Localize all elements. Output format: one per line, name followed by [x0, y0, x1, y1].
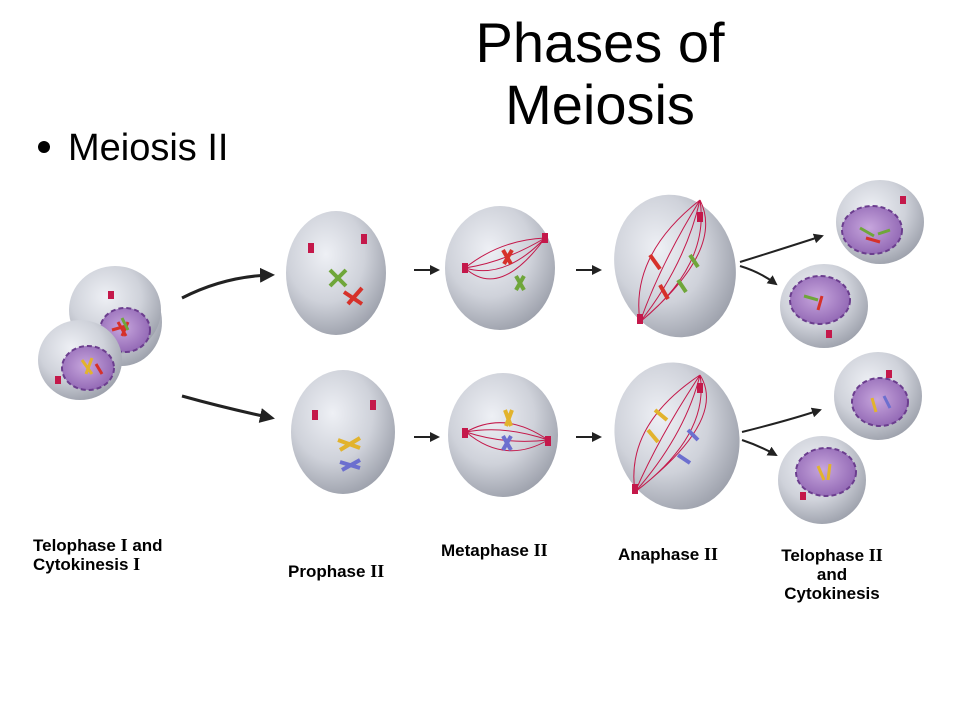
label-text: Cytokinesis: [33, 555, 129, 574]
telophase-1-cells: [38, 266, 162, 400]
centrosome: [55, 376, 61, 384]
label-text: Prophase: [288, 562, 366, 581]
cell: [614, 194, 736, 338]
centrosome: [637, 314, 643, 324]
chromosome: [653, 408, 669, 422]
label-roman: II: [370, 561, 385, 581]
chromosome: [120, 317, 130, 331]
spindle: [638, 199, 707, 323]
label-roman: I: [133, 554, 141, 574]
chromosome: [501, 249, 514, 265]
bullet-item: Meiosis II: [38, 126, 228, 170]
arrow-icon: [739, 233, 824, 263]
centrosome: [697, 383, 703, 393]
arrow-icon: [741, 439, 778, 456]
centrosome: [462, 263, 468, 273]
label-text: and: [816, 565, 848, 584]
slide-title: Phases of Meiosis: [440, 12, 760, 136]
chromosome: [94, 363, 104, 375]
centrosome: [697, 212, 703, 222]
label-metaphase-2: Metaphase II: [441, 540, 548, 561]
chromosome: [676, 453, 692, 465]
telophase-arrows: [739, 233, 824, 456]
centrosome: [886, 370, 892, 378]
nucleus: [841, 205, 903, 255]
chromosome: [859, 226, 891, 238]
label-text: Metaphase: [441, 541, 529, 560]
arrow-icon: [739, 265, 778, 286]
chromosome: [816, 463, 832, 481]
nucleus: [851, 377, 909, 427]
centrosome: [312, 410, 318, 420]
label-roman: II: [703, 544, 718, 564]
chromosome: [342, 286, 364, 306]
centrosome: [632, 484, 638, 494]
chromosome: [686, 428, 700, 442]
prophase-2-bottom: [291, 370, 395, 494]
centrosome: [545, 436, 551, 446]
nucleus: [795, 447, 857, 497]
label-telophase-2: Telophase II and Cytokinesis: [760, 545, 904, 604]
centrosome: [800, 492, 806, 500]
label-text: Cytokinesis: [784, 584, 880, 603]
label-roman: II: [533, 540, 548, 560]
chromosome: [648, 253, 662, 271]
metaphase-2-top: [445, 206, 555, 330]
chromosome: [646, 428, 660, 444]
metaphase-2-bottom: [448, 373, 558, 497]
label-prophase-2: Prophase II: [288, 561, 385, 582]
arrow-icon: [741, 407, 822, 433]
bullet-text: Meiosis II: [68, 127, 229, 169]
chromosome: [870, 397, 878, 413]
cell: [614, 362, 740, 510]
chromosome: [658, 284, 670, 300]
centrosome: [826, 330, 832, 338]
cell: [286, 211, 386, 335]
anaphase-2-bottom: [614, 362, 740, 510]
label-telophase-1: Telophase I and Cytokinesis I: [33, 535, 163, 575]
chromosome: [328, 268, 348, 288]
chromosome: [80, 357, 94, 375]
centrosome: [462, 428, 468, 438]
centrosome: [542, 233, 548, 243]
label-text: and: [132, 536, 163, 555]
label-text: Telophase: [33, 536, 116, 555]
cell: [291, 370, 395, 494]
title-line-1: Phases of: [475, 11, 725, 74]
label-text: Anaphase: [618, 545, 700, 564]
chromosome: [816, 295, 824, 311]
prophase-2-top: [286, 211, 386, 335]
chromosome: [803, 294, 819, 302]
chromosome: [865, 236, 881, 244]
label-anaphase-2: Anaphase II: [618, 544, 718, 565]
title-line-2: Meiosis: [505, 73, 695, 136]
arrow-icon: [181, 394, 275, 423]
cell: [448, 373, 558, 497]
chromosome: [676, 278, 688, 294]
centrosome: [370, 400, 376, 410]
chromosome: [339, 458, 361, 472]
centrosome: [308, 243, 314, 253]
centrosome: [900, 196, 906, 204]
bullet-dot-icon: [38, 140, 50, 153]
arrow-icon: [181, 267, 275, 300]
chromosome: [882, 395, 892, 409]
chromosome: [337, 436, 362, 452]
centrosome: [108, 291, 114, 299]
chromosome: [688, 253, 700, 269]
label-text: Telophase: [781, 546, 865, 565]
telophase-2-cells: [778, 180, 924, 524]
spindle: [633, 374, 707, 493]
phase-arrows: [414, 265, 602, 442]
chromosome: [501, 435, 513, 451]
chromosome: [503, 409, 514, 427]
centrosome: [361, 234, 367, 244]
chromosome: [514, 275, 526, 291]
anaphase-2-top: [614, 194, 736, 338]
chromosome: [111, 321, 130, 337]
label-roman: I: [120, 535, 128, 555]
label-roman: II: [868, 545, 883, 565]
